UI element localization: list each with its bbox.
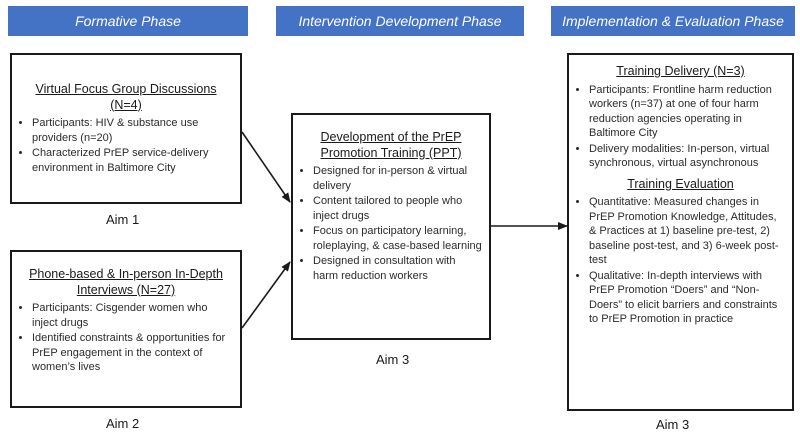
training-evaluation-bullets: Quantitative: Measured changes in PrEP P… — [575, 195, 786, 327]
bullet-item: Identified constraints & opportunities f… — [32, 331, 234, 375]
development-bullets: Designed for in-person & virtual deliver… — [299, 164, 483, 283]
phase-header-intervention-label: Intervention Development Phase — [298, 13, 502, 29]
bullet-item: Designed in consultation with harm reduc… — [313, 254, 483, 283]
phase-header-formative-label: Formative Phase — [75, 13, 181, 29]
phase-header-formative: Formative Phase — [8, 6, 248, 36]
focus-group-box: Virtual Focus Group Discussions (N=4) Pa… — [10, 53, 242, 204]
aim-2-label: Aim 2 — [106, 416, 140, 431]
interviews-title: Phone-based & In-person In-Depth Intervi… — [29, 267, 223, 297]
focus-group-bullets: Participants: HIV & substance use provid… — [18, 116, 234, 175]
phase-header-implementation: Implementation & Evaluation Phase — [551, 6, 795, 36]
bullet-item: Content tailored to people who inject dr… — [313, 194, 483, 223]
training-delivery-bullets: Participants: Frontline harm reduction w… — [575, 83, 786, 171]
arrow-interviews-to-development — [241, 261, 291, 329]
bullet-item: Focus on participatory learning, rolepla… — [313, 224, 483, 253]
training-evaluation-title: Training Evaluation — [627, 176, 734, 191]
bullet-item: Qualitative: In-depth interviews with Pr… — [589, 269, 786, 327]
training-delivery-title: Training Delivery (N=3) — [616, 64, 745, 78]
aim-3-right-label: Aim 3 — [656, 417, 690, 432]
bullet-item: Quantitative: Measured changes in PrEP P… — [589, 195, 786, 268]
development-box: Development of the PrEP Promotion Traini… — [291, 113, 491, 340]
bullet-item: Participants: Cisgender women who inject… — [32, 301, 234, 330]
focus-group-title: Virtual Focus Group Discussions (N=4) — [35, 82, 217, 112]
phase-header-intervention: Intervention Development Phase — [276, 6, 524, 36]
bullet-item: Participants: HIV & substance use provid… — [32, 116, 234, 145]
bullet-item: Characterized PrEP service-delivery envi… — [32, 146, 234, 175]
arrow-focus-to-development — [241, 131, 291, 203]
bullet-item: Participants: Frontline harm reduction w… — [589, 83, 786, 141]
aim-3-middle-label: Aim 3 — [376, 352, 410, 367]
bullet-item: Delivery modalities: In-person, virtual … — [589, 142, 786, 171]
interviews-bullets: Participants: Cisgender women who inject… — [18, 301, 234, 375]
bullet-item: Designed for in-person & virtual deliver… — [313, 164, 483, 193]
aim-1-label: Aim 1 — [106, 212, 140, 227]
interviews-box: Phone-based & In-person In-Depth Intervi… — [10, 250, 242, 408]
training-box: Training Delivery (N=3) Participants: Fr… — [567, 53, 794, 411]
phase-header-implementation-label: Implementation & Evaluation Phase — [562, 13, 784, 29]
development-title: Development of the PrEP Promotion Traini… — [320, 130, 462, 160]
